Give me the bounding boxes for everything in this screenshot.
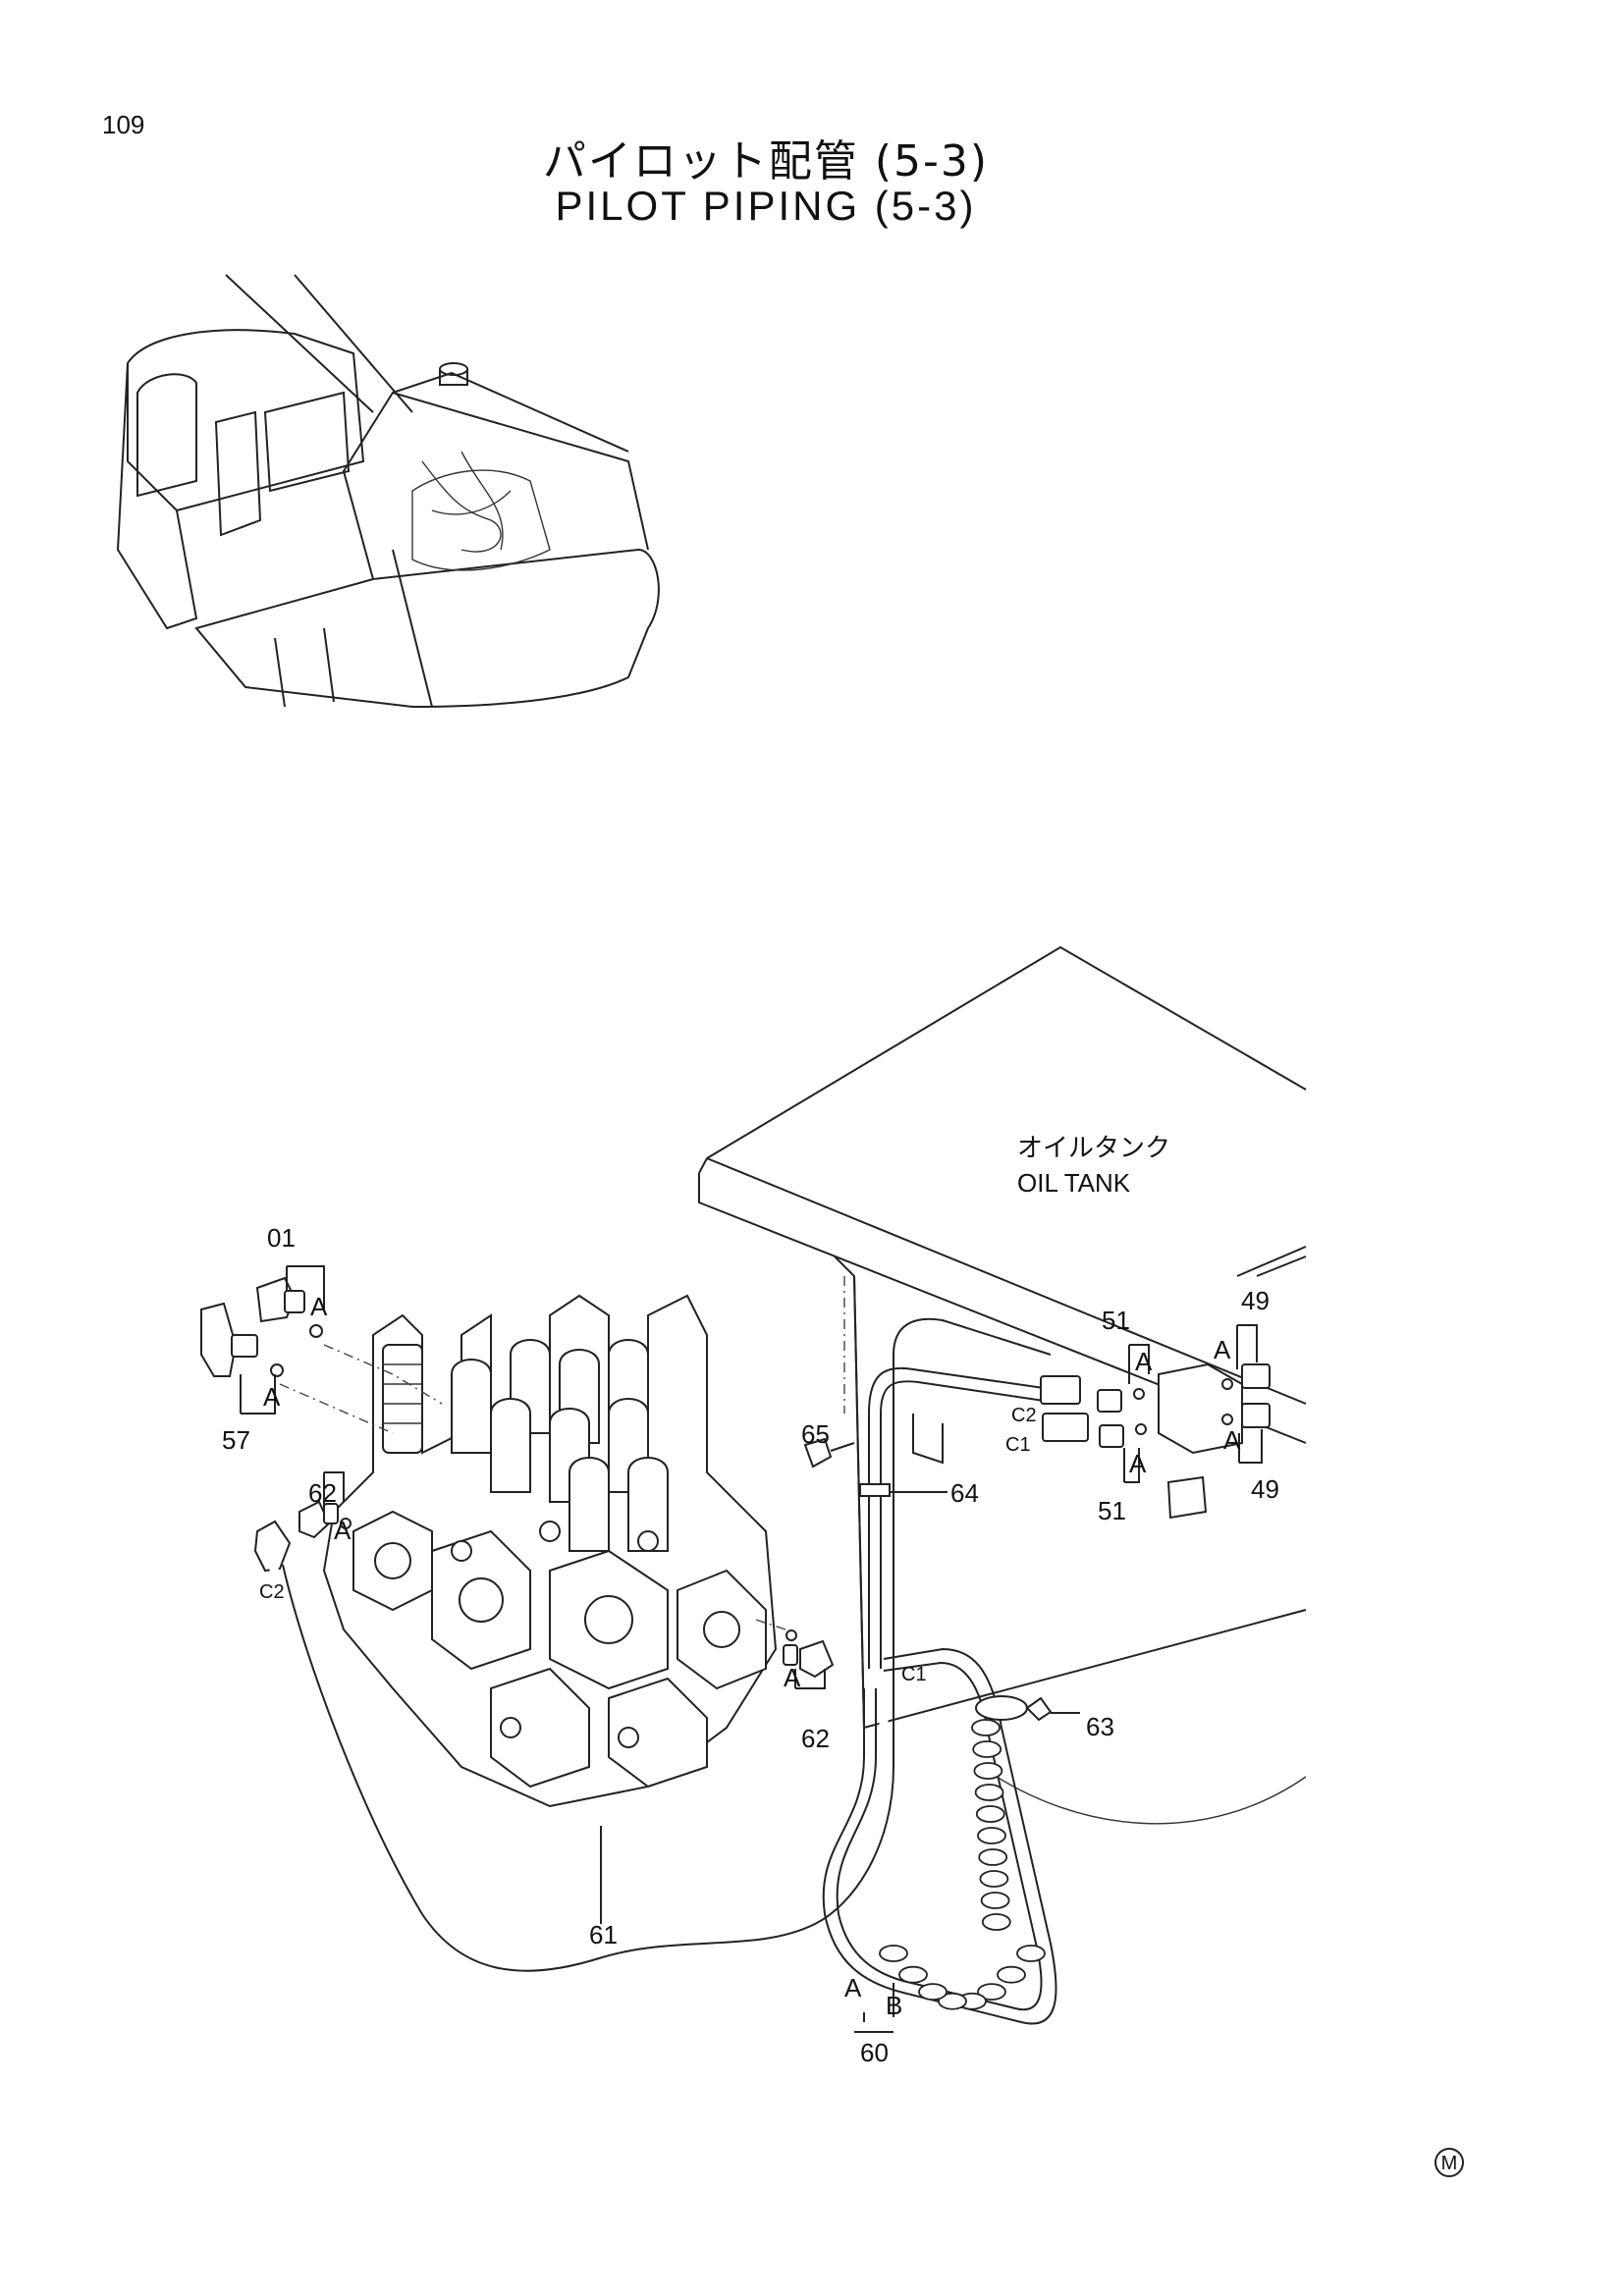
spring-coil — [979, 1870, 1009, 1888]
letter-a-49-top: A — [1214, 1335, 1231, 1364]
port-c2-right: C2 — [1011, 1405, 1037, 1426]
spring-coil — [972, 1740, 1002, 1758]
tank-fittings — [1040, 1362, 1271, 1520]
oil-tank-outline — [698, 945, 1307, 1825]
pressure-switch-01 — [255, 1276, 323, 1338]
spring-coil — [977, 1983, 1006, 2001]
bolt-65 — [803, 1437, 855, 1468]
connector-62-right — [783, 1629, 835, 1679]
connector-62-left — [298, 1500, 352, 1539]
letter-a-01: A — [310, 1292, 328, 1321]
letter-a-49-bottom: A — [1223, 1425, 1241, 1455]
mark-letter: M — [1441, 2153, 1458, 2174]
callout-62-left: 62 — [308, 1478, 337, 1508]
callout-63: 63 — [1086, 1712, 1114, 1741]
spring-coil — [918, 1983, 947, 2001]
callout-49-bottom: 49 — [1251, 1474, 1279, 1504]
spring-coil — [1016, 1945, 1046, 1962]
spring-guard — [879, 1719, 1046, 2010]
callout-51-top: 51 — [1102, 1306, 1130, 1335]
spring-coil — [938, 1992, 967, 2010]
page-number: 109 — [102, 110, 145, 139]
callout-51-bottom: 51 — [1098, 1496, 1126, 1525]
spring-coil — [997, 1965, 1026, 1984]
callout-60: 60 — [860, 2038, 889, 2067]
oil-tank-label-japanese: オイルタンク — [1017, 1134, 1170, 1163]
hose-61 — [268, 1314, 1052, 1976]
letter-a-60: A — [844, 1973, 862, 2002]
spring-coil — [981, 1913, 1011, 1931]
spring-coil — [973, 1762, 1003, 1780]
spring-coil — [898, 1965, 928, 1984]
callout-65: 65 — [801, 1419, 830, 1449]
spring-coil — [977, 1827, 1006, 1844]
leader-lines-left — [240, 1265, 826, 1689]
letter-b-60: B — [886, 1991, 902, 2020]
callout-64: 64 — [950, 1478, 979, 1508]
port-c2-left: C2 — [259, 1581, 285, 1603]
title-japanese: パイロット配管 (5-3) — [542, 136, 990, 187]
control-valve-block — [322, 1294, 778, 1808]
spring-coil — [980, 1892, 1010, 1909]
spring-coil — [974, 1784, 1004, 1801]
callout-61: 61 — [589, 1920, 618, 1949]
callout-62-right: 62 — [801, 1724, 830, 1753]
letter-a-51-bottom: A — [1129, 1449, 1147, 1478]
oil-tank-label-english: OIL TANK — [1017, 1168, 1131, 1198]
spring-coil — [971, 1719, 1001, 1736]
port-c1-tank: C1 — [1005, 1434, 1031, 1456]
callout-57: 57 — [222, 1425, 250, 1455]
letter-a-62-left: A — [334, 1516, 352, 1545]
spring-coil — [978, 1848, 1008, 1866]
hose-end-c2-left — [253, 1520, 292, 1573]
excavator-overview-illustration — [116, 274, 660, 709]
title-english: PILOT PIPING (5-3) — [555, 183, 977, 229]
spring-coil — [975, 1805, 1005, 1823]
circled-m-mark: M — [1435, 2148, 1464, 2177]
sensor-57 — [200, 1302, 284, 1377]
letter-a-62-right: A — [784, 1663, 801, 1692]
letter-a-51-top: A — [1135, 1347, 1153, 1376]
letter-a-57: A — [263, 1382, 281, 1412]
leader-lines-right — [600, 1324, 1263, 2033]
pipe-c1-c2-to-tank — [859, 1366, 1052, 1669]
callout-49-top: 49 — [1241, 1286, 1270, 1315]
clamp-63 — [975, 1695, 1053, 1722]
callout-01: 01 — [267, 1223, 296, 1253]
port-c1-lower: C1 — [901, 1664, 927, 1685]
spring-coil — [879, 1945, 908, 1962]
